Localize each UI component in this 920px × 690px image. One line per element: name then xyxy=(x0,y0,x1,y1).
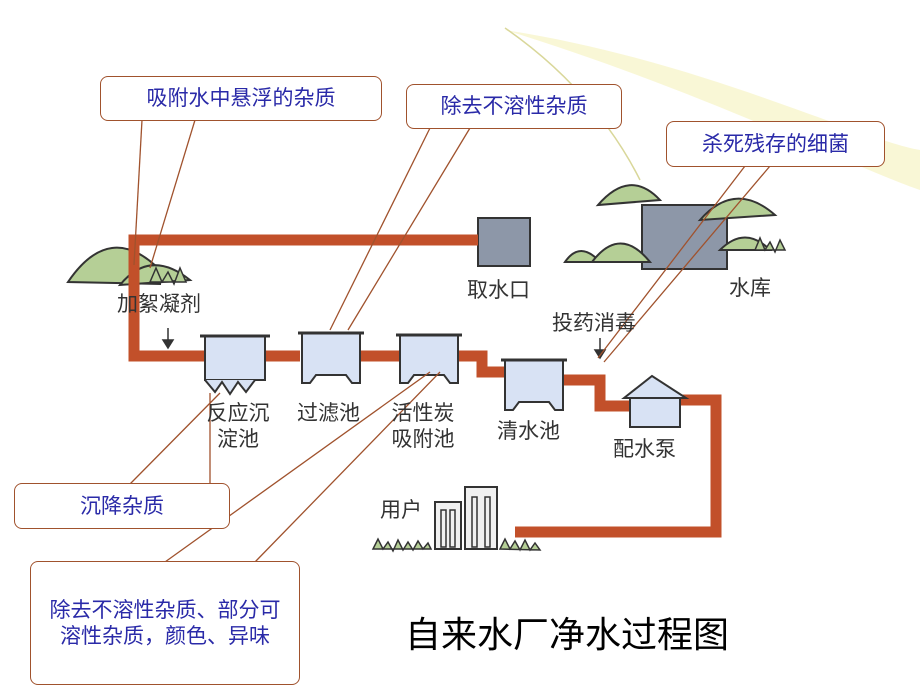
sedimentation-tank-icon xyxy=(200,334,270,396)
callout-kill-bacteria: 杀死残存的细菌 xyxy=(666,121,885,167)
label-filter-tank: 过滤池 xyxy=(297,401,360,425)
pipe-network xyxy=(128,234,722,538)
callout-settle-impurities: 沉降杂质 xyxy=(14,483,230,529)
carbon-tank-icon xyxy=(396,333,462,384)
label-intake: 取水口 xyxy=(467,278,530,302)
building-icon xyxy=(434,486,498,550)
label-disinfect: 投药消毒 xyxy=(552,311,636,335)
label-sedimentation-tank: 反应沉淀池 xyxy=(206,401,270,452)
label-clear-water-tank: 清水池 xyxy=(497,419,560,443)
clear-water-tank-icon xyxy=(501,358,567,411)
arrow-down-icon xyxy=(161,328,175,350)
label-carbon-tank: 活性炭吸附池 xyxy=(391,401,455,452)
house-icon xyxy=(621,374,690,428)
label-flocculant: 加絮凝剂 xyxy=(117,292,201,316)
label-users: 用户 xyxy=(380,498,422,522)
reservoir-icon xyxy=(563,184,787,270)
diagram-title: 自来水厂净水过程图 xyxy=(405,615,730,656)
tree-icon xyxy=(371,537,542,553)
label-pump: 配水泵 xyxy=(613,437,676,461)
label-reservoir: 水库 xyxy=(729,276,771,300)
callout-pointers xyxy=(129,119,771,563)
intake-box xyxy=(477,217,531,267)
filter-tank-icon xyxy=(298,331,364,384)
callout-activated-carbon: 除去不溶性杂质、部分可溶性杂质，颜色、异味 xyxy=(30,561,300,685)
callout-adsorb-impurities: 吸附水中悬浮的杂质 xyxy=(100,76,382,121)
callout-remove-insoluble: 除去不溶性杂质 xyxy=(406,84,622,129)
